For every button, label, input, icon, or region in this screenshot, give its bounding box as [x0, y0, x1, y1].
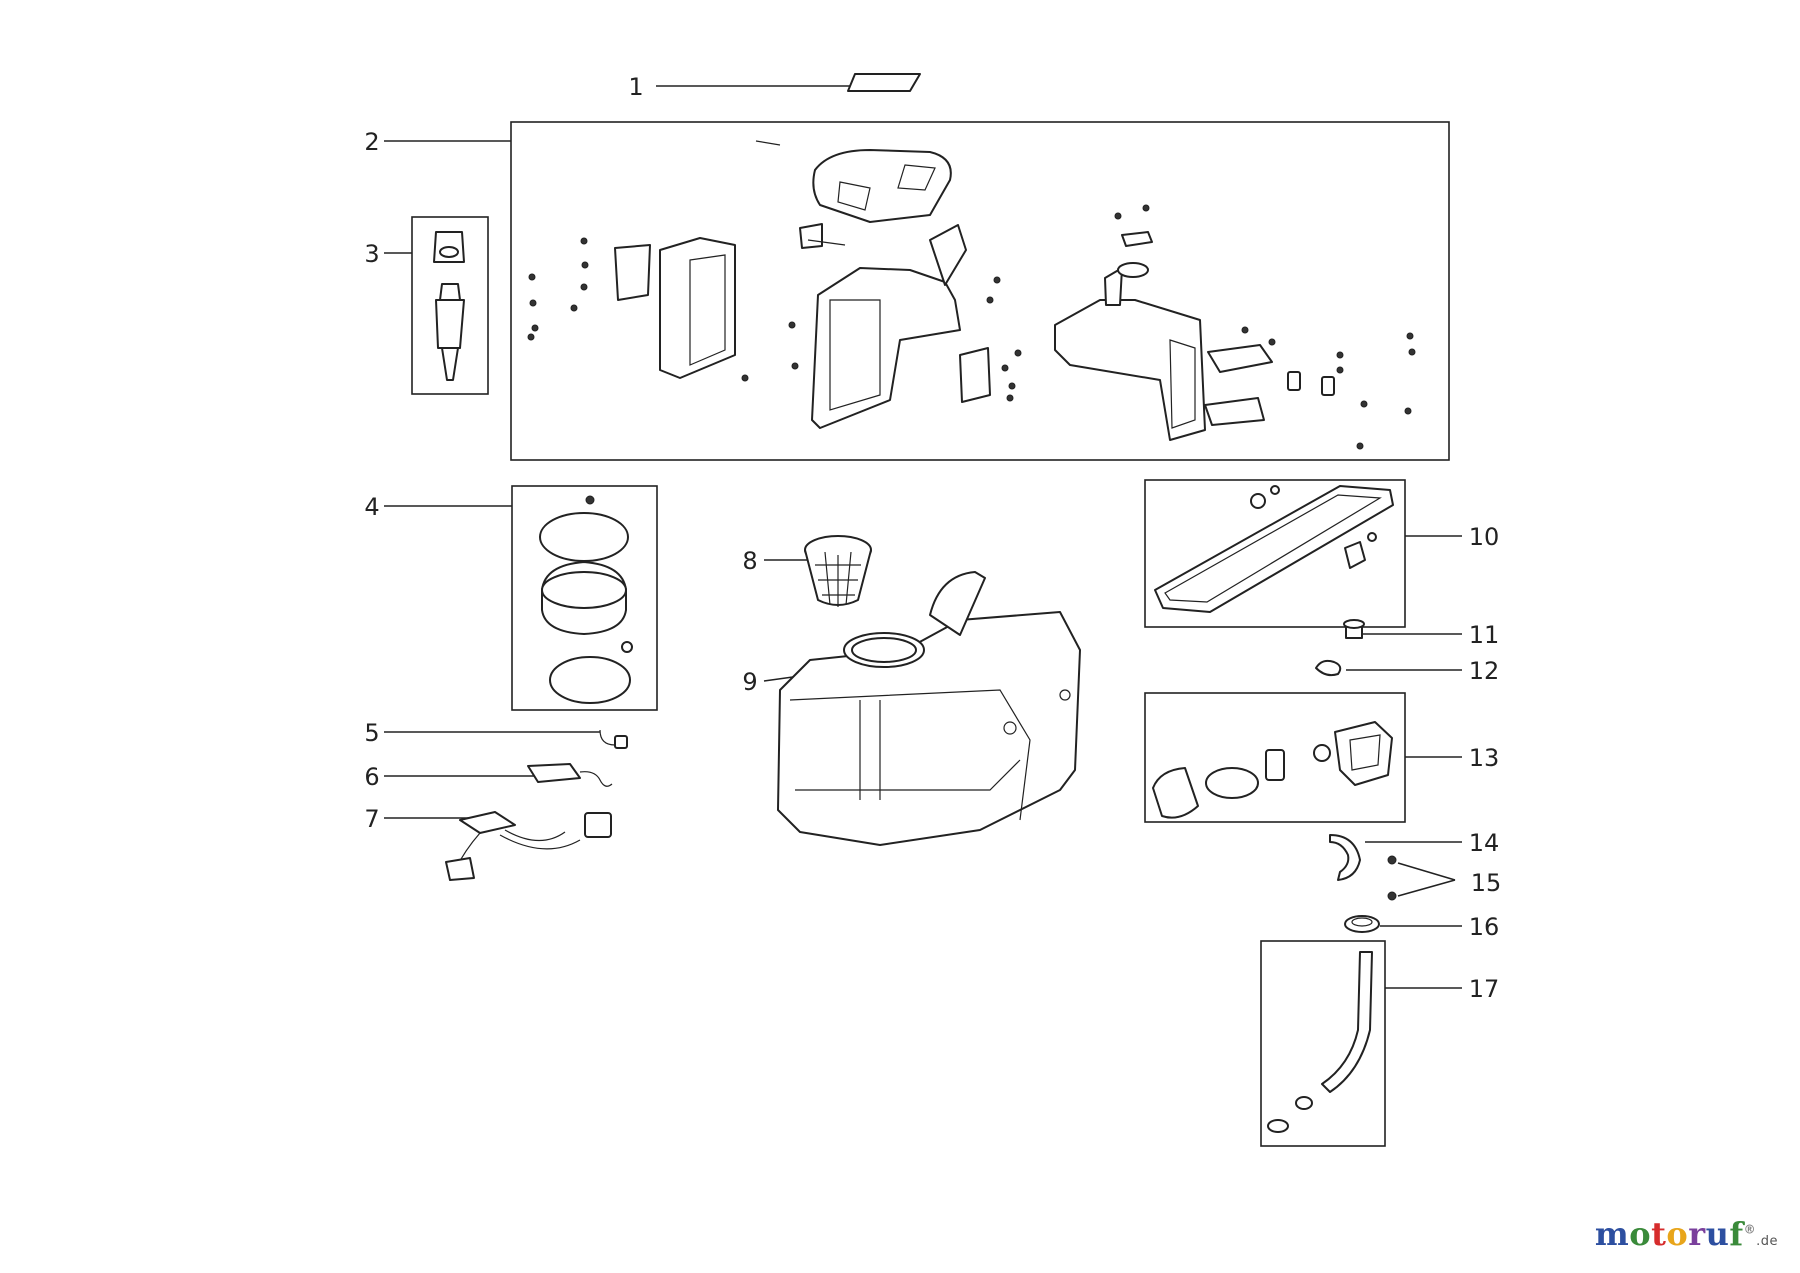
filter-basket-part [804, 535, 872, 607]
watermark-letter-m: m [1594, 1215, 1630, 1253]
watermark-dot: ® [1743, 1222, 1757, 1237]
watermark-letter-r: r [1688, 1215, 1706, 1253]
callout-1: 1 [628, 73, 643, 101]
callout-3: 3 [364, 240, 379, 268]
callout-11: 11 [1469, 621, 1500, 649]
screws-part [1387, 855, 1397, 901]
tank-part [777, 571, 1081, 846]
watermark-letter-o2: o [1666, 1215, 1689, 1253]
box-17-hose-set [1260, 940, 1386, 1147]
box-3-nozzle-set [411, 216, 489, 395]
gasket-set-parts [1154, 485, 1394, 613]
housing-assembly-parts [527, 140, 1416, 450]
callout-5: 5 [364, 719, 379, 747]
box-2-housing-assembly [510, 121, 1450, 461]
control-board-part [527, 763, 613, 787]
watermark-letter-o: o [1629, 1215, 1652, 1253]
callout-17: 17 [1469, 975, 1500, 1003]
box-4-cap-set [511, 485, 658, 711]
callout-7: 7 [364, 805, 379, 833]
watermark-letter-f: f [1729, 1215, 1744, 1253]
callout-9: 9 [742, 668, 757, 696]
callout-16: 16 [1469, 913, 1500, 941]
callout-4: 4 [364, 493, 379, 521]
bracket-part [1329, 834, 1361, 881]
callout-2: 2 [364, 128, 379, 156]
clamp-part [1315, 659, 1342, 677]
callout-13: 13 [1469, 744, 1500, 772]
wiring-harness-part [445, 811, 612, 881]
watermark-tld: .de [1756, 1234, 1778, 1249]
callout-15: 15 [1471, 869, 1502, 897]
motoruf-watermark: motoruf®.de [1595, 1215, 1778, 1253]
callout-14: 14 [1469, 829, 1500, 857]
label-sheet-part [847, 73, 921, 92]
watermark-letter-t: t [1651, 1215, 1667, 1253]
callout-8: 8 [742, 547, 757, 575]
callout-12: 12 [1469, 657, 1500, 685]
grommet-part [1344, 915, 1380, 933]
callout-6: 6 [364, 763, 379, 791]
pump-set-parts [1152, 721, 1393, 819]
watermark-letter-u: u [1705, 1215, 1730, 1253]
hose-set-parts [1267, 951, 1373, 1133]
cap-set-parts [539, 495, 633, 704]
drain-plug-part [1343, 619, 1365, 639]
box-10-gasket-set [1144, 479, 1406, 628]
callout-10: 10 [1469, 523, 1500, 551]
callout-numbers: 1 2 3 4 5 6 7 8 9 10 11 12 13 14 15 16 1… [364, 73, 1501, 1003]
nozzle-set-parts [433, 231, 465, 381]
switch-part [599, 729, 628, 749]
